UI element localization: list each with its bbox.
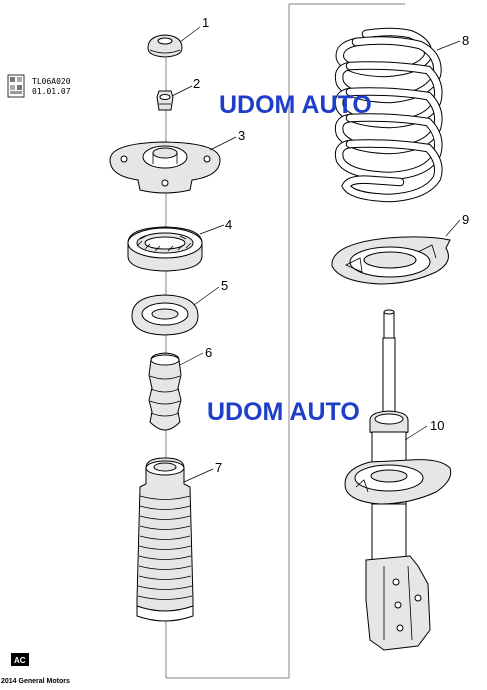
part-5-spring-seat [131,294,199,336]
leader-9 [445,219,461,237]
callout-8: 8 [462,33,469,48]
leader-1 [179,26,201,43]
leader-5 [193,286,220,306]
callout-9: 9 [462,212,469,227]
callout-3: 3 [238,128,245,143]
leader-3 [209,136,237,151]
watermark-bottom: UDOM AUTO [207,398,360,426]
callout-4: 4 [225,217,232,232]
watermark-top: UDOM AUTO [219,91,372,119]
callout-1: 1 [202,15,209,30]
part-2-nut [156,90,174,111]
part-6-bump-stop [148,352,182,431]
callout-6: 6 [205,345,212,360]
copyright: 2014 General Motors [1,678,70,685]
part-1-cap [147,34,183,58]
doc-code: TL06A020 [32,77,71,86]
part-9-lower-insulator [331,236,451,285]
part-4-bearing [127,226,203,272]
part-3-strut-mount [109,141,221,194]
ac-badge [11,653,29,666]
doc-reference-icon [7,74,25,98]
part-10-strut-assembly [344,309,452,651]
callout-5: 5 [221,278,228,293]
leader-2 [171,85,193,97]
callout-2: 2 [193,76,200,91]
leader-6 [179,352,204,366]
callout-10: 10 [430,418,444,433]
leader-8 [436,40,461,51]
leader-4 [199,224,225,235]
part-8-coil-spring [334,27,443,203]
callout-7: 7 [215,460,222,475]
leader-10 [404,425,428,441]
part-7-dust-boot [136,457,194,622]
ac-badge-label: AC [14,656,26,665]
leader-7 [183,468,214,483]
doc-date: 01.01.07 [32,87,71,96]
